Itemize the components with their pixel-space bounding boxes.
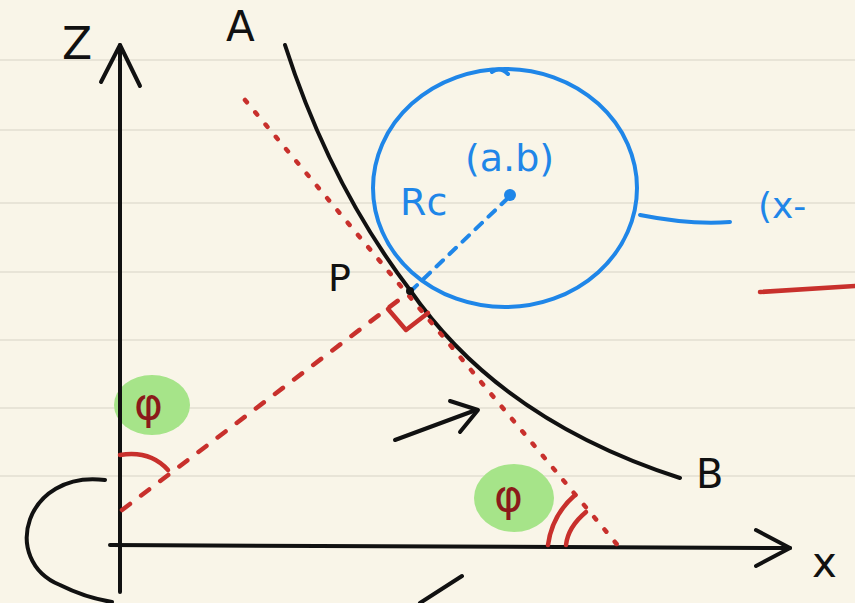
angle-arc: [120, 454, 168, 470]
arrowhead: [450, 401, 478, 432]
angle-arc: [566, 512, 586, 545]
circle-outline: [373, 69, 637, 307]
underline: [760, 286, 855, 292]
center-dot: [504, 189, 516, 201]
axis-label: P: [328, 258, 351, 300]
axis-arrowhead: [101, 45, 140, 86]
axis-label: Z: [62, 20, 92, 68]
axis-label: B: [696, 452, 723, 496]
normal-line: [122, 293, 408, 510]
axis-label: φ: [134, 380, 163, 428]
tangent-line: [245, 100, 620, 548]
axis-arrowhead: [756, 530, 790, 566]
curve: [285, 45, 680, 478]
sketch-stroke: [420, 576, 462, 603]
axis-label: (x-: [758, 186, 806, 226]
circle-node: (a.b) Rc: [370, 66, 640, 310]
angle-arc: [548, 495, 575, 545]
center-label: (a.b): [465, 138, 554, 180]
sketch-stroke: [27, 479, 112, 602]
axis-label: φ: [494, 472, 523, 520]
paper-lines: [0, 60, 855, 476]
right-angle-mark: [388, 309, 428, 330]
leader-line: [640, 215, 730, 223]
highlight: [474, 464, 554, 532]
highlight: [114, 375, 190, 435]
x-axis: [110, 545, 790, 548]
point-dot: [406, 287, 414, 295]
axis-label: A: [226, 4, 255, 50]
axis-label: x: [812, 540, 837, 586]
radius-label: Rc: [400, 182, 447, 224]
